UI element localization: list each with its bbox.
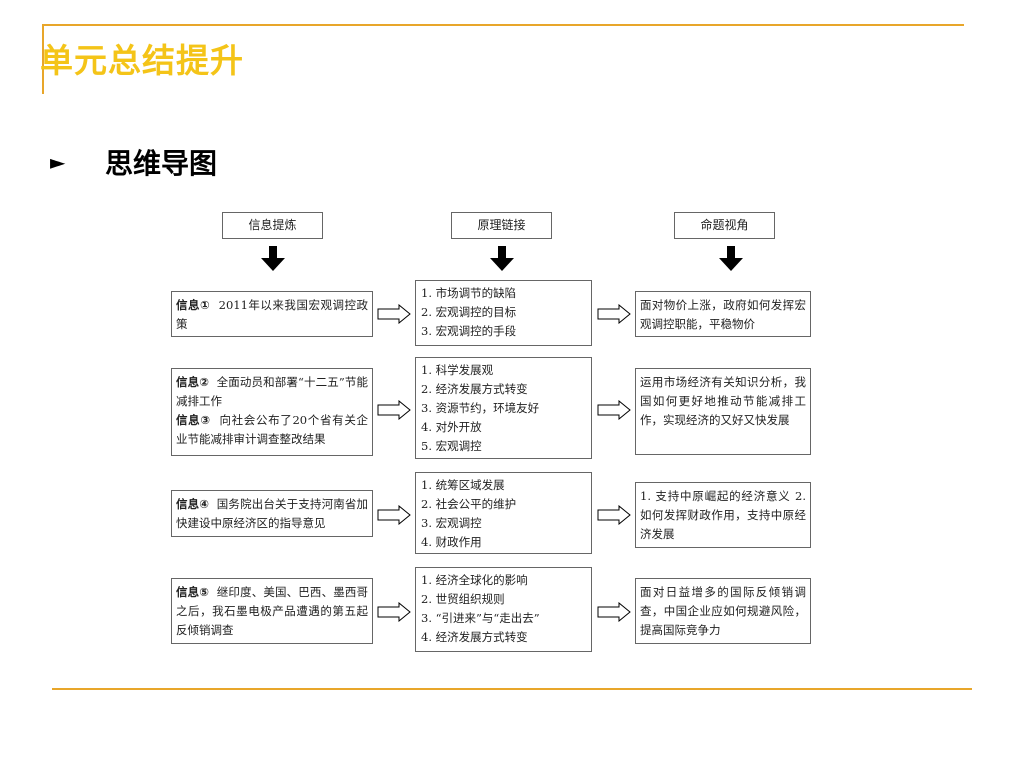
slide-title: 单元总结提升 (40, 41, 244, 80)
info-text: 向社会公布了20个省有关企业节能减排审计调查整改结果 (176, 413, 368, 446)
principle-item: 4. 财政作用 (421, 535, 482, 549)
subtitle: 思维导图 (105, 147, 218, 180)
right-arrow-icon (597, 505, 631, 525)
right-arrow-icon (597, 400, 631, 420)
principle-item: 2. 世贸组织规则 (421, 592, 505, 606)
right-arrow-icon (377, 304, 411, 324)
perspective-box-4: 面对日益增多的国际反倾销调查，中国企业应如何规避风险，提高国际竞争力 (635, 578, 811, 644)
principle-item: 2. 社会公平的维护 (421, 497, 517, 511)
principle-box-4: 1. 经济全球化的影响 2. 世贸组织规则 3. “引进来”与“走出去” 4. … (415, 567, 592, 652)
principle-item: 3. 宏观调控的手段 (421, 324, 517, 338)
header-perspective: 命题视角 (674, 212, 775, 239)
right-arrow-icon (377, 602, 411, 622)
info-text: 继印度、美国、巴西、墨西哥之后，我石墨电极产品遭遇的第五起反倾销调查 (176, 585, 369, 637)
right-arrow-icon (377, 400, 411, 420)
info-tag: 信息③ (176, 413, 211, 427)
info-tag: 信息④ (176, 497, 210, 511)
bullet-icon: ► (50, 150, 66, 174)
principle-box-3: 1. 统筹区域发展 2. 社会公平的维护 3. 宏观调控 4. 财政作用 (415, 472, 592, 554)
perspective-box-3: 1. 支持中原崛起的经济意义 2. 如何发挥财政作用，支持中原经济发展 (635, 482, 811, 548)
down-arrow-icon (490, 246, 514, 271)
info-box-1: 信息① 2011年以来我国宏观调控政策 (171, 291, 373, 337)
info-text: 国务院出台关于支持河南省加快建设中原经济区的指导意见 (176, 497, 369, 530)
right-arrow-icon (597, 602, 631, 622)
header-principles: 原理链接 (451, 212, 552, 239)
principle-item: 1. 科学发展观 (421, 363, 494, 377)
right-arrow-icon (377, 505, 411, 525)
down-arrow-icon (261, 246, 285, 271)
principle-item: 1. 市场调节的缺陷 (421, 286, 517, 300)
principle-item: 1. 统筹区域发展 (421, 478, 505, 492)
principle-item: 4. 经济发展方式转变 (421, 630, 528, 644)
header-info: 信息提炼 (222, 212, 323, 239)
info-box-4: 信息⑤ 继印度、美国、巴西、墨西哥之后，我石墨电极产品遭遇的第五起反倾销调查 (171, 578, 373, 644)
perspective-text: 运用市场经济有关知识分析，我国如何更好地推动节能减排工作，实现经济的又好又快发展 (640, 375, 806, 427)
principle-box-2: 1. 科学发展观 2. 经济发展方式转变 3. 资源节约，环境友好 4. 对外开… (415, 357, 592, 459)
info-text: 2011年以来我国宏观调控政策 (176, 298, 369, 331)
principle-item: 2. 经济发展方式转变 (421, 382, 528, 396)
principle-item: 3. “引进来”与“走出去” (421, 611, 540, 625)
info-text: 全面动员和部署“十二五”节能减排工作 (176, 375, 368, 408)
principle-item: 4. 对外开放 (421, 420, 482, 434)
bottom-rule (52, 688, 972, 690)
perspective-text: 1. 支持中原崛起的经济意义 2. 如何发挥财政作用，支持中原经济发展 (640, 489, 806, 541)
down-arrow-icon (719, 246, 743, 271)
subtitle-row: ► 思维导图 (50, 142, 217, 182)
perspective-text: 面对日益增多的国际反倾销调查，中国企业应如何规避风险，提高国际竞争力 (640, 585, 806, 637)
info-box-3: 信息④ 国务院出台关于支持河南省加快建设中原经济区的指导意见 (171, 490, 373, 537)
principle-box-1: 1. 市场调节的缺陷 2. 宏观调控的目标 3. 宏观调控的手段 (415, 280, 592, 346)
info-box-2: 信息② 全面动员和部署“十二五”节能减排工作 信息③ 向社会公布了20个省有关企… (171, 368, 373, 456)
principle-item: 5. 宏观调控 (421, 439, 482, 453)
perspective-text: 面对物价上涨，政府如何发挥宏观调控职能，平稳物价 (640, 298, 806, 331)
info-tag: 信息② (176, 375, 210, 389)
left-rule (42, 24, 44, 94)
info-tag: 信息⑤ (176, 585, 210, 599)
perspective-box-1: 面对物价上涨，政府如何发挥宏观调控职能，平稳物价 (635, 291, 811, 337)
right-arrow-icon (597, 304, 631, 324)
perspective-box-2: 运用市场经济有关知识分析，我国如何更好地推动节能减排工作，实现经济的又好又快发展 (635, 368, 811, 455)
principle-item: 3. 资源节约，环境友好 (421, 401, 540, 415)
principle-item: 3. 宏观调控 (421, 516, 482, 530)
principle-item: 2. 宏观调控的目标 (421, 305, 517, 319)
info-tag: 信息① (176, 298, 211, 312)
principle-item: 1. 经济全球化的影响 (421, 573, 528, 587)
top-rule (42, 24, 964, 26)
